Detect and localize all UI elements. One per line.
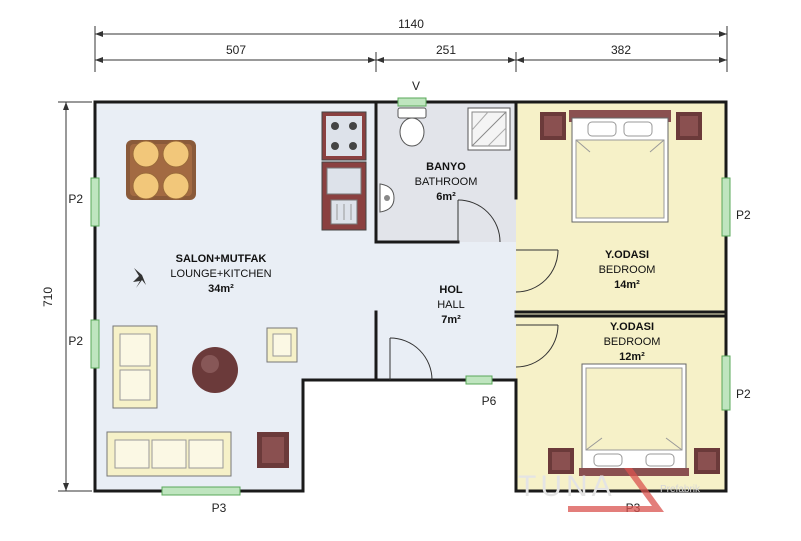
sink-icon (321, 161, 367, 231)
room-subtitle: LOUNGE+KITCHEN (170, 268, 271, 280)
plant-icon (133, 268, 146, 288)
shower-icon (467, 107, 511, 151)
armchair-right-icon (266, 327, 298, 363)
dim-segment-3: 382 (611, 43, 631, 57)
doors (389, 199, 559, 381)
room-area: 7m² (441, 314, 461, 326)
toilet-icon (397, 107, 427, 147)
nightstand-1-left-icon (540, 112, 566, 140)
watermark-brand: TUNA (518, 470, 616, 503)
dim-total-height: 710 (41, 287, 55, 307)
room-subtitle: HALL (437, 299, 465, 311)
double-bed-2-icon (579, 363, 689, 476)
double-bed-1-icon (569, 110, 671, 223)
side-table-icon (257, 432, 289, 468)
room-subtitle: BATHROOM (415, 176, 478, 188)
room-label-bedroom-2: Y.ODASI BEDROOM 12m² (604, 321, 661, 363)
dim-segment-2: 251 (436, 43, 456, 57)
vent-label: V (412, 79, 420, 93)
room-area: 12m² (619, 351, 645, 363)
entry-door-label: P6 (482, 394, 497, 408)
room-name: HOL (439, 284, 463, 296)
room-name: Y.ODASI (605, 249, 649, 261)
room-name: Y.ODASI (610, 321, 654, 333)
sofa-icon (106, 431, 232, 477)
stove-icon (321, 111, 367, 161)
room-label-bedroom-1: Y.ODASI BEDROOM 14m² (599, 249, 656, 291)
room-area: 6m² (436, 191, 456, 203)
room-label-hall: HOL HALL 7m² (437, 284, 465, 326)
coffee-table-icon (192, 347, 238, 393)
dining-table-icon (126, 140, 196, 200)
room-area: 14m² (614, 279, 640, 291)
window-left-bottom-label: P2 (68, 334, 83, 348)
washbasin-icon (379, 183, 395, 213)
watermark-sub: Prefabrik (660, 484, 701, 495)
window-right-top-label: P2 (736, 208, 751, 222)
nightstand-2-right-icon (694, 448, 720, 474)
nightstand-2-left-icon (548, 448, 574, 474)
room-area: 34m² (208, 283, 234, 295)
room-subtitle: BEDROOM (604, 336, 661, 348)
floor-hall (376, 242, 516, 380)
dimension-lines (58, 26, 728, 492)
room-label-bath: BANYO BATHROOM 6m² (415, 161, 478, 203)
room-name: SALON+MUTFAK (176, 253, 267, 265)
room-name: BANYO (426, 161, 466, 173)
dim-total-width: 1140 (398, 17, 424, 31)
room-subtitle: BEDROOM (599, 264, 656, 276)
watermark-logo: TUNA Prefabrik (518, 468, 701, 512)
window-left-top-label: P2 (68, 192, 83, 206)
armchair-left-icon (112, 325, 158, 409)
window-right-bottom-label: P2 (736, 387, 751, 401)
room-label-lounge: SALON+MUTFAK LOUNGE+KITCHEN 34m² (170, 253, 271, 295)
watermark-swoosh-icon (568, 468, 664, 512)
windows (90, 97, 731, 496)
dim-segment-1: 507 (226, 43, 246, 57)
nightstand-1-right-icon (676, 112, 702, 140)
window-bottom-label: P3 (212, 501, 227, 515)
